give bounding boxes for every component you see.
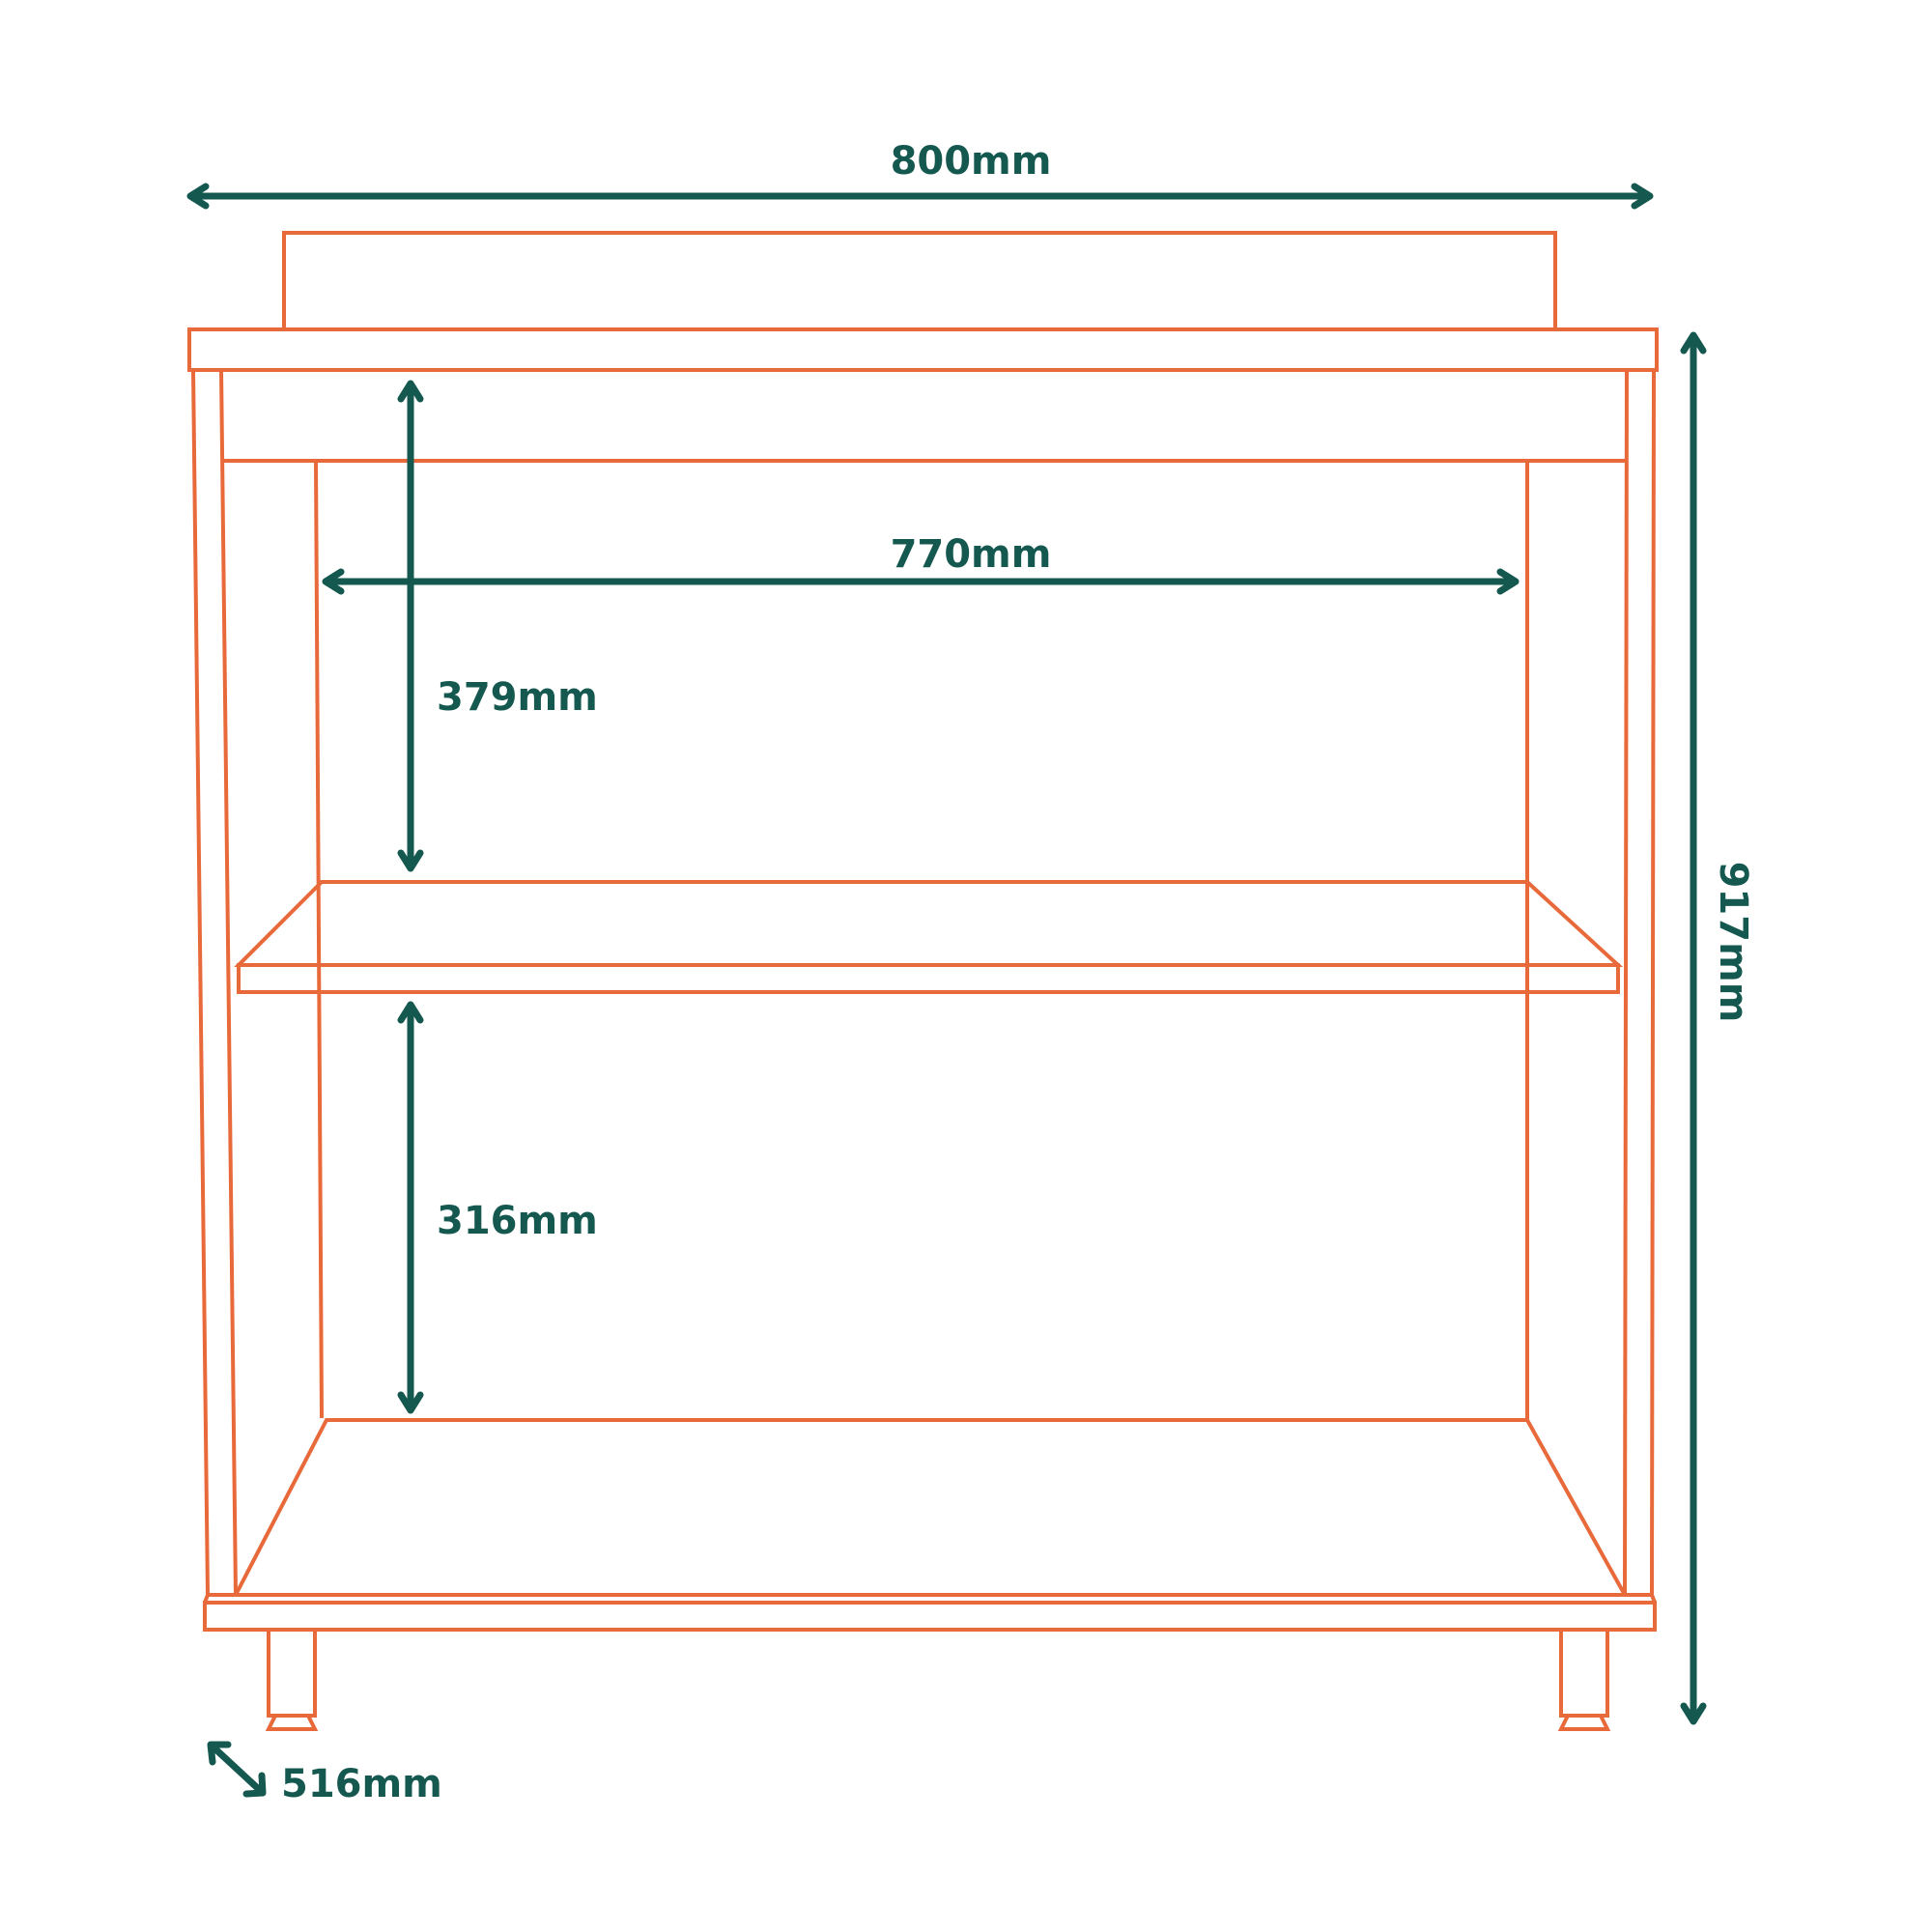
left-foot-pad — [265, 1715, 319, 1731]
shelf-unit-outline — [187, 231, 1659, 1731]
depth-dimension: 516mm — [207, 1741, 442, 1806]
bottom-shelf-front — [203, 1601, 1657, 1632]
bottom-shelf-top — [232, 1418, 1629, 1597]
overall-width-arrow — [186, 183, 1654, 210]
overall-width-dimension: 800mm — [186, 139, 1654, 210]
overall-height-arrow — [1680, 331, 1707, 1725]
depth-arrow — [207, 1741, 267, 1798]
lower-clearance-dimension: 316mm — [397, 1001, 598, 1414]
overall-height-dimension: 917mm — [1680, 331, 1755, 1725]
left-front-leg-inner — [219, 369, 238, 1596]
back-upstand — [282, 231, 1557, 329]
upper-clearance-label: 379mm — [437, 675, 598, 720]
middle-shelf-top — [234, 880, 1624, 967]
overall-width-label: 800mm — [891, 139, 1052, 184]
inner-width-dimension: 770mm — [322, 532, 1520, 595]
worktop — [187, 327, 1659, 372]
right-foot-pad — [1557, 1715, 1611, 1731]
right-foot — [1559, 1628, 1609, 1718]
overall-height-label: 917mm — [1711, 862, 1755, 1023]
lower-clearance-label: 316mm — [437, 1199, 598, 1243]
right-front-leg — [1650, 369, 1656, 1596]
right-front-leg-inner — [1623, 369, 1629, 1596]
rear-left-post — [314, 460, 324, 1419]
upper-clearance-dimension: 379mm — [397, 380, 598, 872]
upper-clearance-arrow — [397, 380, 424, 872]
lower-clearance-arrow — [397, 1001, 424, 1414]
bottom-shelf-lip — [203, 1594, 1657, 1604]
depth-label: 516mm — [281, 1762, 442, 1806]
left-front-leg — [191, 369, 210, 1596]
middle-shelf-front — [237, 963, 1620, 994]
inner-width-arrow — [322, 568, 1520, 595]
inner-width-label: 770mm — [891, 532, 1052, 577]
left-foot — [267, 1628, 317, 1718]
